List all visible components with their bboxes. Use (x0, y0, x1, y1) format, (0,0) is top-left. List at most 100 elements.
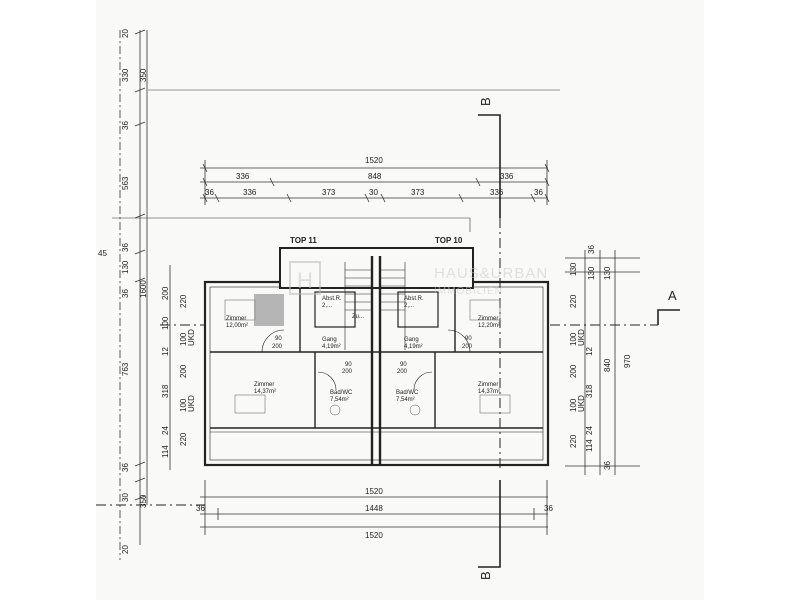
svg-text:20: 20 (121, 545, 130, 554)
svg-text:UKD: UKD (187, 395, 196, 412)
svg-text:200: 200 (342, 369, 353, 375)
svg-text:114: 114 (161, 445, 170, 458)
section-b-bottom-marker (478, 480, 501, 568)
svg-text:130: 130 (603, 266, 612, 280)
dim-label: 336 (243, 188, 257, 197)
room-name: Zimmer (478, 382, 498, 388)
svg-text:130: 130 (121, 260, 130, 274)
dim-label: 336 (500, 172, 514, 181)
door-dims: 90 200 90 200 90 200 90 200 (272, 336, 473, 375)
svg-text:36: 36 (121, 463, 130, 472)
dim-label: 373 (411, 188, 425, 197)
right-dims: 130 220 100 UKD 12 200 318 100 UKD 24 11… (569, 245, 632, 470)
room-area: 14,37m² (478, 389, 500, 395)
svg-text:30: 30 (121, 493, 130, 502)
watermark-logo-letter: H (297, 268, 314, 293)
dim-label: 848 (368, 172, 382, 181)
room-area: 2,... (322, 303, 332, 309)
dark-swatch (254, 294, 284, 326)
door-swings (261, 329, 471, 391)
room-area: 14,37m² (254, 389, 276, 395)
dim-label: 336 (236, 172, 250, 181)
room-area: 7,54m² (396, 397, 415, 403)
svg-text:100: 100 (179, 398, 188, 412)
dim-label: 336 (490, 188, 504, 197)
top-dims: 1520 336 848 336 36 336 373 30 373 336 3… (205, 156, 543, 197)
dim-label: 30 (369, 188, 378, 197)
section-a-label: A (668, 288, 677, 303)
room-name: Zimmer (478, 316, 498, 322)
svg-text:114: 114 (585, 439, 594, 452)
room-area: 4,19m² (322, 344, 341, 350)
svg-text:350: 350 (139, 68, 148, 82)
room-area: 7,54m² (330, 397, 349, 403)
plan-sheet (96, 0, 704, 600)
svg-text:563: 563 (121, 176, 130, 190)
dim-label: 36 (534, 188, 543, 197)
svg-text:45: 45 (98, 249, 107, 258)
dormer-wall (279, 247, 474, 289)
svg-text:12: 12 (585, 347, 594, 356)
svg-text:36: 36 (121, 243, 130, 252)
room-name: Bad/WC (330, 390, 353, 396)
svg-text:100: 100 (569, 332, 578, 346)
left-dim-ticks (134, 29, 146, 501)
section-b-top-label: B (478, 97, 493, 106)
svg-text:220: 220 (179, 294, 188, 308)
room-area: 12,00m² (226, 323, 248, 329)
dim-label: 1520 (365, 531, 383, 540)
svg-text:20: 20 (121, 29, 130, 38)
svg-text:36: 36 (121, 121, 130, 130)
svg-text:220: 220 (179, 432, 188, 446)
room-area: 4,19m² (404, 344, 423, 350)
svg-text:100: 100 (569, 398, 578, 412)
unit-label-top11: TOP 11 (290, 236, 317, 245)
staircase (344, 262, 406, 350)
svg-text:200: 200 (161, 286, 170, 300)
dim-label: 373 (322, 188, 336, 197)
watermark-sub: IMMOBILIEN (434, 286, 503, 297)
section-b-bottom-label: B (478, 571, 493, 580)
svg-text:350: 350 (139, 494, 148, 508)
svg-text:130: 130 (587, 266, 596, 280)
room-name: Zimmer (254, 382, 274, 388)
svg-text:200: 200 (569, 364, 578, 378)
svg-text:36: 36 (603, 461, 612, 470)
dim-label: 36 (205, 188, 214, 197)
svg-text:200: 200 (462, 344, 473, 350)
svg-text:90: 90 (275, 336, 282, 342)
dim-label: 36 (196, 504, 205, 513)
stair-label: Zu... (352, 314, 364, 320)
svg-text:763: 763 (121, 362, 130, 376)
svg-text:220: 220 (569, 294, 578, 308)
svg-text:90: 90 (345, 362, 352, 368)
watermark: H HAUS&URBAN IMMOBILIEN (289, 261, 547, 297)
room-name: Abst.R. (404, 296, 424, 302)
room-name: Zimmer (226, 316, 246, 322)
room-area: 12,20m² (478, 323, 500, 329)
bottom-dims: 1520 36 1448 36 1520 (196, 487, 553, 540)
dim-label: 36 (544, 504, 553, 513)
svg-text:318: 318 (585, 384, 594, 398)
room-name: Gang (404, 337, 419, 343)
building-walls (203, 247, 550, 467)
svg-text:90: 90 (400, 362, 407, 368)
svg-text:24: 24 (161, 426, 170, 435)
svg-text:90: 90 (465, 336, 472, 342)
svg-text:130: 130 (569, 262, 578, 276)
section-a-marker (657, 309, 680, 325)
svg-text:1600: 1600 (139, 280, 148, 298)
svg-text:UKD: UKD (187, 329, 196, 346)
dim-label: 1520 (365, 156, 383, 165)
dim-label: 1520 (365, 487, 383, 496)
svg-text:100: 100 (179, 332, 188, 346)
room-name: Bad/WC (396, 390, 419, 396)
svg-text:220: 220 (569, 434, 578, 448)
svg-text:200: 200 (179, 364, 188, 378)
section-b-top-marker (478, 114, 501, 218)
unit-label-top10: TOP 10 (435, 236, 463, 245)
svg-text:12: 12 (161, 347, 170, 356)
room-area: 2,... (404, 303, 414, 309)
